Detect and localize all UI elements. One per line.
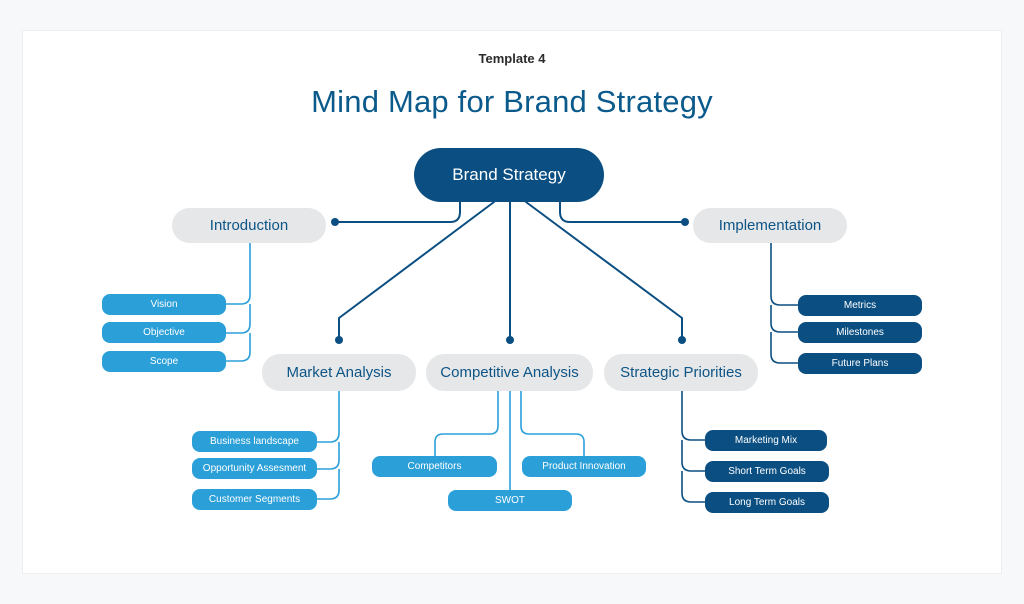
link-market-analysis bbox=[338, 201, 495, 339]
link-strategic-priorities bbox=[525, 201, 683, 339]
leaf-objective[interactable]: Objective bbox=[102, 322, 226, 343]
central-node-brand-strategy[interactable]: Brand Strategy bbox=[414, 148, 604, 202]
link-dot-introduction bbox=[331, 218, 339, 226]
leaf-competitors[interactable]: Competitors bbox=[372, 456, 497, 477]
branch-introduction[interactable]: Introduction bbox=[172, 208, 326, 243]
leaf-future-plans[interactable]: Future Plans bbox=[798, 353, 922, 374]
leaf-opportunity-assesment[interactable]: Opportunity Assesment bbox=[192, 458, 317, 479]
branch-strategic-priorities[interactable]: Strategic Priorities bbox=[604, 354, 758, 391]
leaf-marketing-mix[interactable]: Marketing Mix bbox=[705, 430, 827, 451]
link-competitors bbox=[434, 391, 499, 456]
link-dot-strategic-priorities bbox=[678, 336, 686, 344]
link-customer-segments bbox=[317, 469, 340, 500]
link-objective bbox=[226, 304, 251, 334]
link-long-term bbox=[681, 471, 705, 503]
link-metrics bbox=[770, 243, 798, 306]
leaf-swot[interactable]: SWOT bbox=[448, 490, 572, 511]
branch-implementation[interactable]: Implementation bbox=[693, 208, 847, 243]
link-milestones bbox=[770, 305, 798, 333]
link-dot-implementation bbox=[681, 218, 689, 226]
leaf-milestones[interactable]: Milestones bbox=[798, 322, 922, 343]
link-product-innovation bbox=[520, 391, 585, 456]
link-vision bbox=[226, 243, 251, 305]
link-marketing-mix bbox=[681, 391, 705, 441]
template-label: Template 4 bbox=[478, 51, 546, 66]
leaf-customer-segments[interactable]: Customer Segments bbox=[192, 489, 317, 510]
branch-competitive-analysis[interactable]: Competitive Analysis bbox=[426, 354, 593, 391]
link-future-plans bbox=[770, 332, 798, 364]
branch-market-analysis[interactable]: Market Analysis bbox=[262, 354, 416, 391]
leaf-short-term-goals[interactable]: Short Term Goals bbox=[705, 461, 829, 482]
leaf-scope[interactable]: Scope bbox=[102, 351, 226, 372]
leaf-long-term-goals[interactable]: Long Term Goals bbox=[705, 492, 829, 513]
link-dot-competitive-analysis bbox=[506, 336, 514, 344]
leaf-vision[interactable]: Vision bbox=[102, 294, 226, 315]
link-short-term bbox=[681, 440, 705, 472]
leaf-product-innovation[interactable]: Product Innovation bbox=[522, 456, 646, 477]
link-implementation bbox=[559, 199, 686, 223]
leaf-metrics[interactable]: Metrics bbox=[798, 295, 922, 316]
link-introduction bbox=[334, 199, 461, 223]
link-business-landscape bbox=[317, 391, 340, 443]
page-title: Mind Map for Brand Strategy bbox=[311, 84, 713, 119]
link-dot-market-analysis bbox=[335, 336, 343, 344]
link-scope bbox=[226, 333, 251, 362]
link-opportunity bbox=[317, 442, 340, 470]
leaf-business-landscape[interactable]: Business landscape bbox=[192, 431, 317, 452]
